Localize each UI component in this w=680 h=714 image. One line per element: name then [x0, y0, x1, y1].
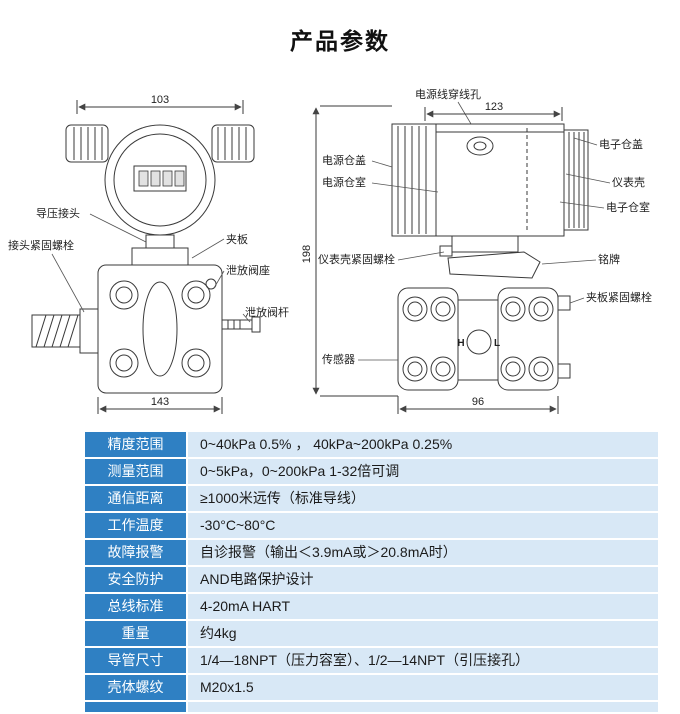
callout-clamp-bolt: 夹板紧固螺栓	[586, 290, 652, 304]
table-row: 精度范围 0~40kPa 0.5% ， 40kPa~200kPa 0.25%	[85, 432, 658, 457]
callout-drain-valve-seat: 泄放阀座	[226, 263, 270, 277]
dim-103-text: 103	[151, 94, 169, 106]
callout-electronic-chamber: 电子仓室	[606, 200, 650, 214]
spec-label: 导管尺寸	[85, 648, 186, 673]
spec-label: 安全防护	[85, 567, 186, 592]
port-label-high: H	[457, 338, 464, 349]
spec-value: 4-20mA HART	[188, 594, 658, 619]
dimension-123	[424, 107, 563, 121]
table-row: 重量 约4kg	[85, 621, 658, 646]
callout-meter-shell: 仪表壳	[612, 175, 645, 189]
spec-value: 自诊报警（输出＜3.9mA或＞20.8mA时）	[188, 540, 658, 565]
spec-label: 通信距离	[85, 486, 186, 511]
dimension-103	[76, 100, 244, 114]
power-cover-shape	[391, 123, 437, 237]
housing-neck	[451, 235, 519, 253]
callout-cable-hole: 电源线穿线孔	[415, 87, 481, 101]
nameplate-shape	[447, 251, 541, 279]
callout-drain-valve-stem: 泄放阀杆	[245, 305, 289, 319]
dimension-198	[312, 105, 398, 397]
dimension-96	[397, 396, 559, 414]
table-row: 通信距离 ≥1000米远传（标准导线）	[85, 486, 658, 511]
dim-198-text: 198	[301, 245, 313, 263]
technical-drawings: 103	[0, 62, 680, 433]
display-neck	[145, 234, 175, 249]
meter-shell-shape	[435, 123, 565, 237]
callout-joint-bolt: 接头紧固螺栓	[8, 238, 74, 252]
callout-power-cover: 电源仓盖	[322, 153, 366, 167]
callout-clamp-plate: 夹板	[226, 232, 248, 246]
spec-value: 0~40kPa 0.5% ， 40kPa~200kPa 0.25%	[188, 432, 658, 457]
callout-shell-bolt: 仪表壳紧固螺栓	[318, 252, 395, 266]
spec-value: 约4kg	[188, 621, 658, 646]
table-row: 故障报警 自诊报警（输出＜3.9mA或＞20.8mA时）	[85, 540, 658, 565]
connection-collar	[131, 247, 189, 266]
dim-96-text: 96	[472, 396, 484, 408]
table-row: 安全防护 AND电路保护设计	[85, 567, 658, 592]
spec-label: 测量范围	[85, 459, 186, 484]
front-view-drawing: 103	[8, 94, 289, 414]
table-row: 导管尺寸 1/4—18NPT（压力容室）、1/2—14NPT（引压接孔）	[85, 648, 658, 673]
right-end-cap	[211, 124, 255, 163]
drain-valve-stem-shape	[221, 316, 261, 333]
table-row-cutoff	[85, 702, 658, 712]
spec-value-cutoff	[188, 702, 658, 712]
table-row: 工作温度 -30°C~80°C	[85, 513, 658, 538]
spec-label: 精度范围	[85, 432, 186, 457]
display-head	[104, 124, 216, 236]
dim-123-text: 123	[485, 101, 503, 113]
clamp-bolt-shape	[557, 295, 571, 311]
spec-label: 故障报警	[85, 540, 186, 565]
callout-nameplate: 铭牌	[598, 252, 620, 266]
spec-value: 1/4—18NPT（压力容室）、1/2—14NPT（引压接孔）	[188, 648, 658, 673]
spec-label: 工作温度	[85, 513, 186, 538]
shell-bolt-shape	[439, 245, 453, 257]
callout-electronic-cover: 电子仓盖	[599, 137, 643, 151]
spec-value: AND电路保护设计	[188, 567, 658, 592]
spec-label-cutoff	[85, 702, 186, 712]
housing	[391, 123, 589, 237]
spec-table: 精度范围 0~40kPa 0.5% ， 40kPa~200kPa 0.25% 测…	[85, 432, 658, 714]
pressure-joint-shape	[31, 308, 99, 354]
cable-hole-shape	[466, 136, 494, 156]
spec-value: M20x1.5	[188, 675, 658, 700]
transmitter-drawing-svg: 103	[8, 87, 652, 414]
side-view-drawing: 电源线穿线孔 123	[301, 87, 652, 414]
table-row: 总线标准 4-20mA HART	[85, 594, 658, 619]
left-end-cap	[65, 124, 109, 163]
spec-label: 重量	[85, 621, 186, 646]
dim-143-text: 143	[151, 396, 169, 408]
dimension-143	[97, 397, 223, 414]
sensor-assembly	[397, 287, 571, 391]
spec-value: -30°C~80°C	[188, 513, 658, 538]
port-label-low: L	[494, 338, 500, 349]
spec-value: ≥1000米远传（标准导线）	[188, 486, 658, 511]
callout-pressure-joint: 导压接头	[36, 207, 80, 220]
table-row: 测量范围 0~5kPa，0~200kPa 1-32倍可调	[85, 459, 658, 484]
callout-sensor: 传感器	[322, 353, 355, 366]
flange-body	[97, 264, 223, 394]
spec-label: 壳体螺纹	[85, 675, 186, 700]
spec-value: 0~5kPa，0~200kPa 1-32倍可调	[188, 459, 658, 484]
spec-label: 总线标准	[85, 594, 186, 619]
page-title: 产品参数	[290, 28, 390, 54]
callout-power-chamber: 电源仓室	[322, 175, 366, 189]
table-row: 壳体螺纹 M20x1.5	[85, 675, 658, 700]
